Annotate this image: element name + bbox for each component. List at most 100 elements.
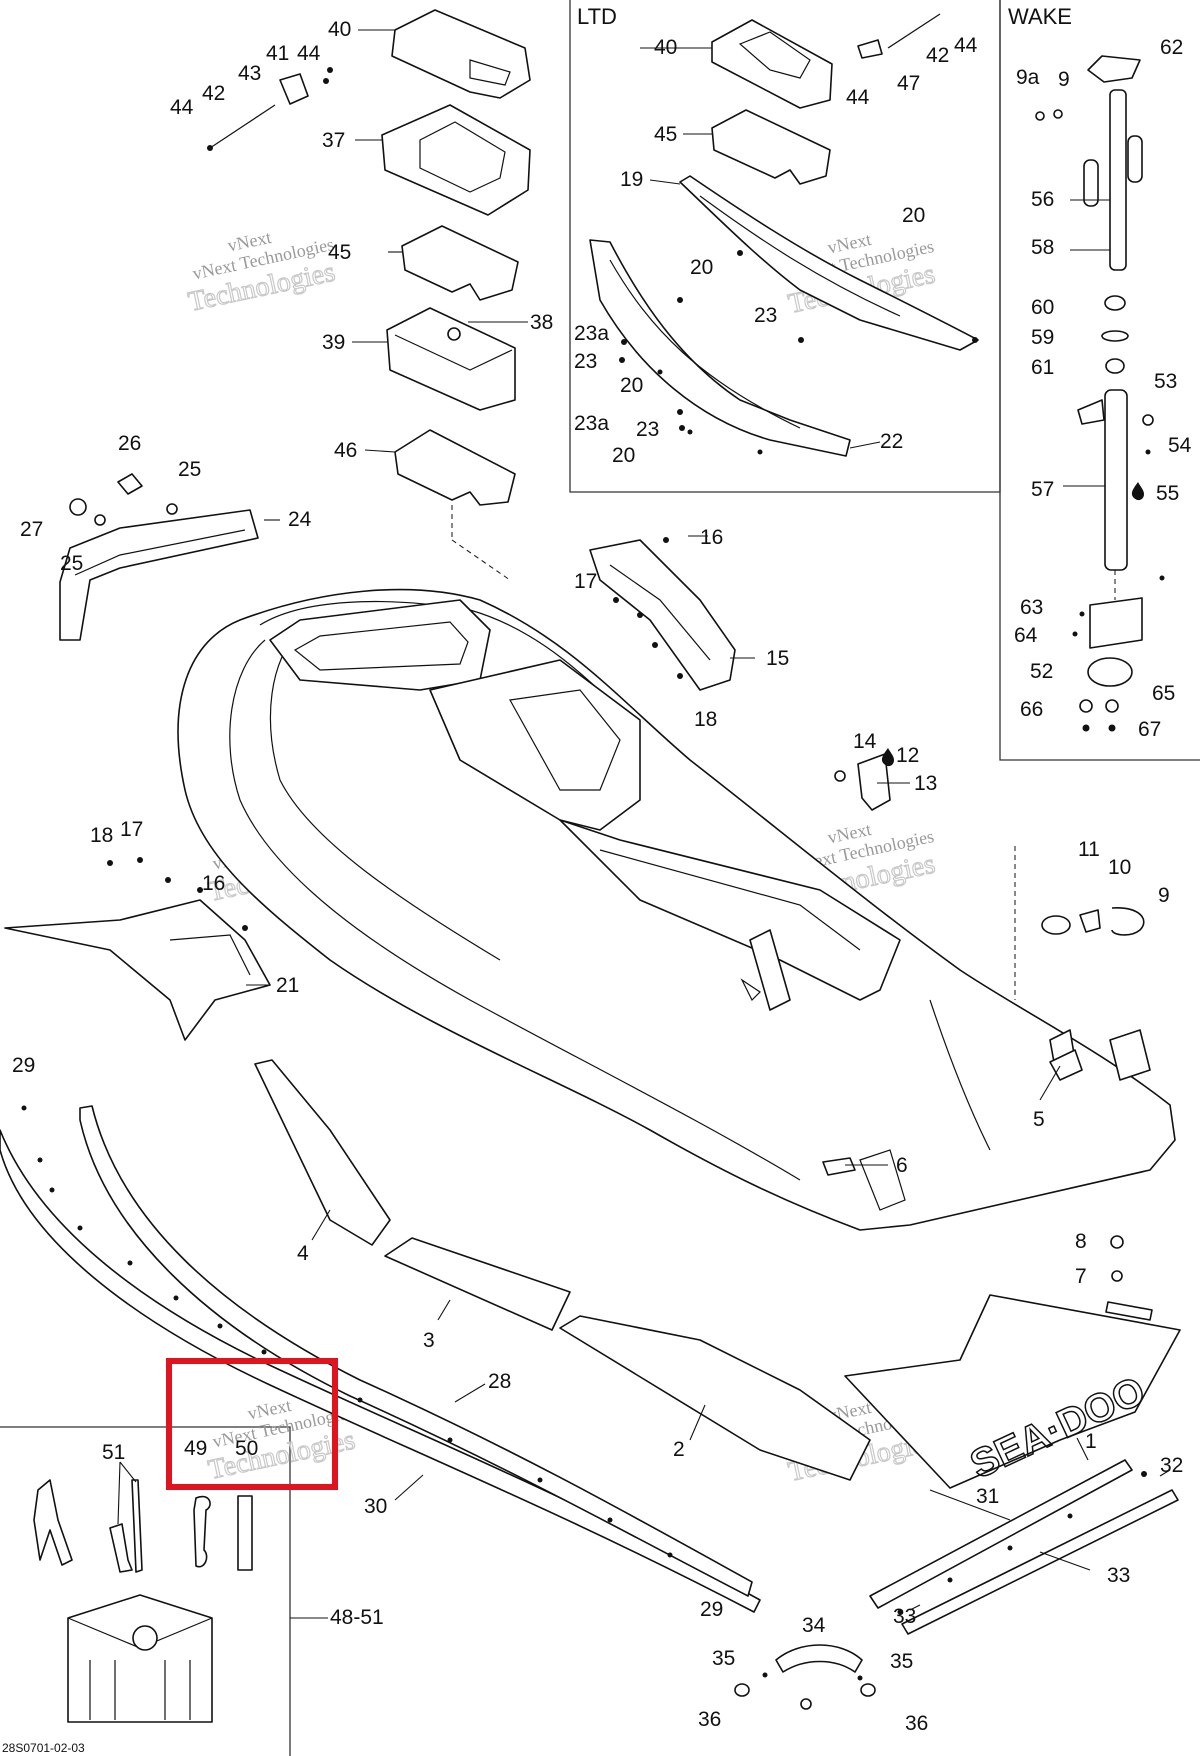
part-label: 41 — [266, 42, 289, 65]
screwdriver-icon — [109, 1523, 133, 1573]
part-label: 21 — [276, 974, 299, 997]
ltd-part-label: 22 — [880, 430, 903, 453]
ltd-title: LTD — [577, 4, 617, 29]
gasket-46 — [394, 429, 516, 506]
wake-part-label: 55 — [1156, 482, 1179, 505]
ltd-gasket-45 — [711, 109, 831, 185]
fasteners-16-17-18 — [613, 537, 683, 679]
wake-part-label: 9 — [1058, 68, 1070, 91]
part-label: 13 — [914, 772, 937, 795]
ltd-part-label: 40 — [654, 36, 677, 59]
tool-pouch — [67, 1594, 213, 1723]
part-label: 35 — [890, 1650, 913, 1673]
ltd-part-label: 45 — [654, 123, 677, 146]
wake-part-label: 57 — [1031, 478, 1054, 501]
part-label: 36 — [698, 1708, 721, 1731]
part-label: 44 — [170, 96, 194, 119]
part-label: 46 — [334, 439, 357, 462]
pliers-icon — [33, 1479, 73, 1566]
ltd-part-label: 19 — [620, 168, 643, 191]
part-label: 29 — [700, 1598, 723, 1621]
wrench-icon — [193, 1495, 211, 1568]
tool-kit-inset — [0, 1426, 291, 1756]
watermark-storage: vNext vNext Technologies Technologies — [185, 227, 338, 319]
wake-part-label: 67 — [1138, 718, 1161, 741]
ltd-part-label: 44 — [954, 34, 978, 57]
wake-part-label: 9a — [1016, 66, 1040, 89]
wake-part-label: 61 — [1031, 356, 1054, 379]
tool-kit — [33, 1479, 253, 1723]
part-label: 40 — [328, 18, 351, 41]
hinge-pin-42 — [207, 67, 333, 151]
part-label: 2 — [673, 1438, 685, 1461]
tow-eye-9-11 — [1014, 846, 1145, 1000]
grab-handle-24 — [59, 509, 259, 641]
part-label: 24 — [288, 508, 312, 531]
sealant-drop-icon — [881, 482, 1144, 767]
ltd-part-label: 44 — [846, 86, 870, 109]
part-label: 35 — [712, 1647, 735, 1670]
part-label: 18 — [694, 708, 717, 731]
screw-38 — [447, 327, 461, 341]
ltd-cover-40 — [711, 13, 941, 109]
ltd-fasteners — [619, 250, 978, 431]
wake-part-label: 64 — [1014, 624, 1038, 647]
socket-wrench-icon — [237, 1495, 253, 1571]
wake-part-label: 65 — [1152, 682, 1175, 705]
ltd-part-label: 23 — [754, 304, 777, 327]
part-label: 3 — [423, 1329, 435, 1352]
leader-lines — [117, 29, 1171, 1619]
part-label: 6 — [896, 1154, 908, 1177]
wake-part-label: 59 — [1031, 326, 1054, 349]
wake-tower — [1035, 55, 1165, 732]
ltd-part-label: 23 — [574, 350, 597, 373]
part-label: 37 — [322, 129, 345, 152]
part-label: 44 — [297, 42, 321, 65]
part-label: 17 — [574, 570, 597, 593]
part-label: 5 — [1033, 1108, 1045, 1131]
part-label: 43 — [238, 62, 261, 85]
wake-part-label: 63 — [1020, 596, 1043, 619]
part-label: 7 — [1075, 1265, 1087, 1288]
storage-bin-39 — [386, 307, 516, 411]
part-label: 26 — [118, 432, 141, 455]
part-label: 39 — [322, 331, 345, 354]
mat-3 — [384, 1237, 571, 1331]
part-label: 33 — [893, 1605, 916, 1628]
ltd-part-label: 20 — [620, 374, 643, 397]
part-label: 8 — [1075, 1230, 1087, 1253]
part-label: 42 — [202, 82, 225, 105]
part-label: 33 — [1107, 1564, 1130, 1587]
wake-part-label: 60 — [1031, 296, 1054, 319]
ltd-part-label: 47 — [897, 72, 920, 95]
assembly-line — [451, 539, 511, 581]
highlight-box — [166, 1358, 338, 1490]
part-label: 12 — [896, 744, 919, 767]
deflector-21 — [4, 857, 271, 1041]
part-label: 29 — [12, 1054, 35, 1077]
wake-title: WAKE — [1008, 4, 1072, 29]
part-label: 30 — [364, 1495, 387, 1518]
diagram-code: 28S0701-02-03 — [2, 1741, 85, 1755]
bracket-13 — [834, 753, 891, 811]
wake-part-label: 58 — [1031, 236, 1054, 259]
part-label: 18 — [90, 824, 113, 847]
part-label: 32 — [1160, 1454, 1183, 1477]
wake-inset: WAKE — [999, 0, 1200, 761]
mat-2 — [559, 1315, 871, 1481]
ltd-part-label: 23 — [636, 418, 659, 441]
pad-5-6-7-8 — [822, 1049, 1153, 1321]
ltd-part-label: 20 — [690, 256, 713, 279]
latch-41 — [279, 73, 309, 105]
part-label: 11 — [1078, 838, 1100, 861]
side-panel-15 — [589, 539, 736, 691]
part-label: 16 — [202, 872, 225, 895]
ltd-part-label: 20 — [902, 204, 925, 227]
fasteners-25-26-27 — [69, 473, 178, 526]
wake-part-label: 56 — [1031, 188, 1054, 211]
part-label: 1 — [1085, 1430, 1097, 1453]
part-label: 38 — [530, 311, 553, 334]
part-label: 36 — [905, 1712, 928, 1735]
part-label: 9 — [1158, 884, 1170, 907]
